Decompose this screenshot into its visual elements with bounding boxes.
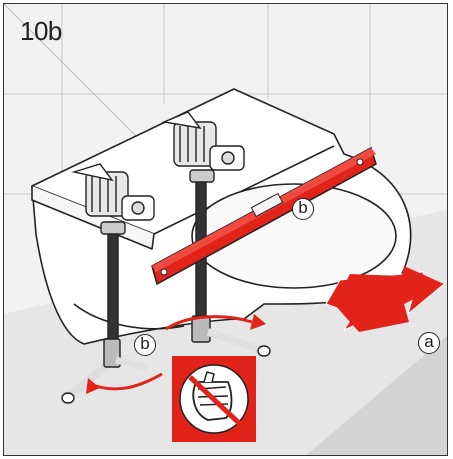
installation-illustration [4,4,447,455]
wall-hung-toilet [31,88,412,345]
instruction-panel: 10b a b b [3,3,448,456]
callout-b-level: b [292,198,314,220]
callout-a: a [418,332,440,354]
rotation-arrowhead-left [86,378,100,394]
rotation-arrowhead-right [250,314,266,330]
no-hand-tightening-icon [172,356,256,442]
step-number: 10b [20,16,62,46]
callout-b-valve: b [134,334,156,356]
rotation-arrows [95,315,253,391]
left-angle-valve [61,163,155,404]
spirit-level [151,146,377,286]
